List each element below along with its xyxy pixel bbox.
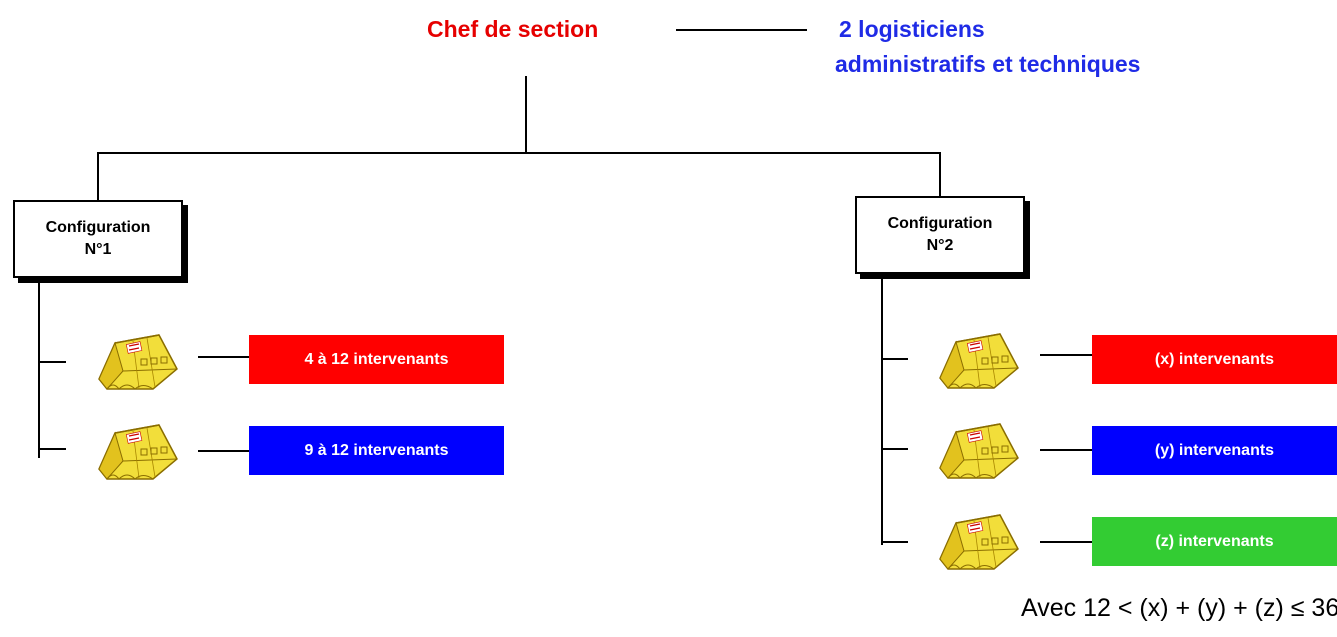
constraint-formula: Avec 12 < (x) + (y) + (z) ≤ 36 [1021,594,1337,622]
config2-tick-3 [883,541,908,543]
config1-team-2: 9 à 12 intervenants [249,426,504,475]
configuration-2-number: N°2 [926,237,954,254]
config2-team-z: (z) intervenants [1092,517,1337,566]
config1-tick-1 [40,361,66,363]
branch-left-drop [97,152,99,200]
tent-icon [93,331,183,393]
config2-spine [881,278,883,545]
configuration-1-label: Configuration [45,219,151,236]
configuration-2-box: Configuration N°2 [855,196,1025,274]
branch-line [97,152,941,154]
tent-icon [934,330,1024,392]
tent-icon [934,420,1024,482]
tent-icon [934,511,1024,573]
logistics-title-line2: administratifs et techniques [835,51,1141,77]
tent-icon [93,421,183,483]
config2-team2-connector [1040,449,1092,451]
configuration-2-label: Configuration [887,215,993,232]
config1-spine [38,282,40,458]
configuration-1-box: Configuration N°1 [13,200,183,278]
branch-right-drop [939,152,941,196]
config2-team-y: (y) intervenants [1092,426,1337,475]
chef-de-section-title: Chef de section [427,16,599,42]
config2-team3-connector [1040,541,1092,543]
connector-chef-logistics [676,29,807,31]
configuration-1-number: N°1 [84,241,112,258]
logistics-title-line1: 2 logisticiens [839,16,985,42]
config2-tick-2 [883,448,908,450]
config1-tick-2 [40,448,66,450]
config2-team-x: (x) intervenants [1092,335,1337,384]
trunk-line [525,76,527,153]
config2-team1-connector [1040,354,1092,356]
config1-team-1: 4 à 12 intervenants [249,335,504,384]
config1-team2-connector [198,450,249,452]
config2-tick-1 [883,358,908,360]
config1-team1-connector [198,356,249,358]
